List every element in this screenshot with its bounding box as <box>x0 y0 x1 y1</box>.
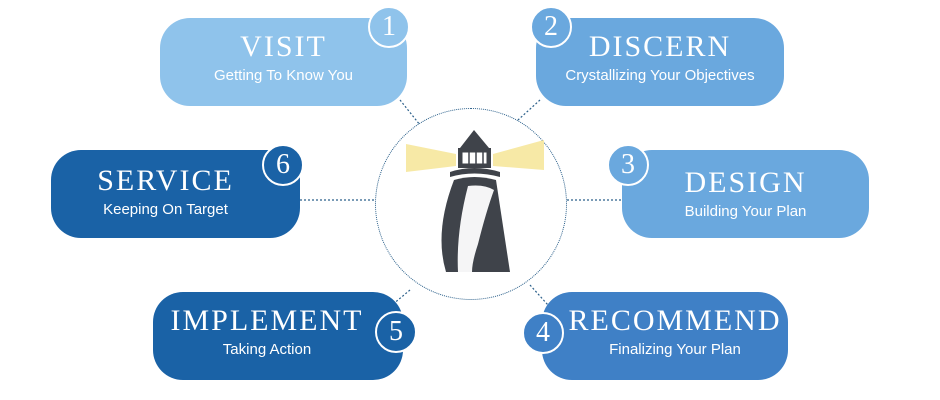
step-service[interactable]: SERVICE Keeping On Target <box>51 150 300 238</box>
step-title: SERVICE <box>97 164 234 197</box>
step-discern[interactable]: DISCERN Crystallizing Your Objectives <box>536 18 784 106</box>
gallery <box>450 168 500 177</box>
tower-door <box>488 226 493 242</box>
step-subtitle: Building Your Plan <box>684 203 807 220</box>
step-number-badge: 4 <box>522 312 564 354</box>
step-design[interactable]: DESIGN Building Your Plan <box>622 150 869 238</box>
step-number-badge: 2 <box>530 6 572 48</box>
step-title: DESIGN <box>684 166 807 199</box>
step-visit[interactable]: VISIT Getting To Know You <box>160 18 407 106</box>
right-beam <box>493 140 544 170</box>
step-number-badge: 6 <box>262 144 304 186</box>
step-subtitle: Keeping On Target <box>103 201 228 218</box>
connector-visit <box>399 99 421 126</box>
step-subtitle: Taking Action <box>222 341 312 358</box>
connector-recommend <box>529 284 549 306</box>
step-title: IMPLEMENT <box>170 304 364 337</box>
center-circle <box>375 108 567 300</box>
step-title: RECOMMEND <box>568 304 782 337</box>
lighthouse-top <box>460 130 489 148</box>
connector-discern <box>517 99 541 121</box>
step-number-badge: 1 <box>368 6 410 48</box>
step-title: DISCERN <box>588 30 732 63</box>
step-implement[interactable]: IMPLEMENT Taking Action <box>153 292 403 380</box>
step-subtitle: Crystallizing Your Objectives <box>565 67 755 84</box>
tower-highlight <box>457 185 494 272</box>
step-subtitle: Getting To Know You <box>214 67 353 84</box>
step-subtitle: Finalizing Your Plan <box>609 341 741 358</box>
step-number-badge: 5 <box>375 311 417 353</box>
lighthouse-icon <box>406 130 544 272</box>
left-beam <box>406 144 456 172</box>
step-number-badge: 3 <box>607 144 649 186</box>
step-recommend[interactable]: RECOMMEND Finalizing Your Plan <box>542 292 788 380</box>
step-title: VISIT <box>240 30 327 63</box>
